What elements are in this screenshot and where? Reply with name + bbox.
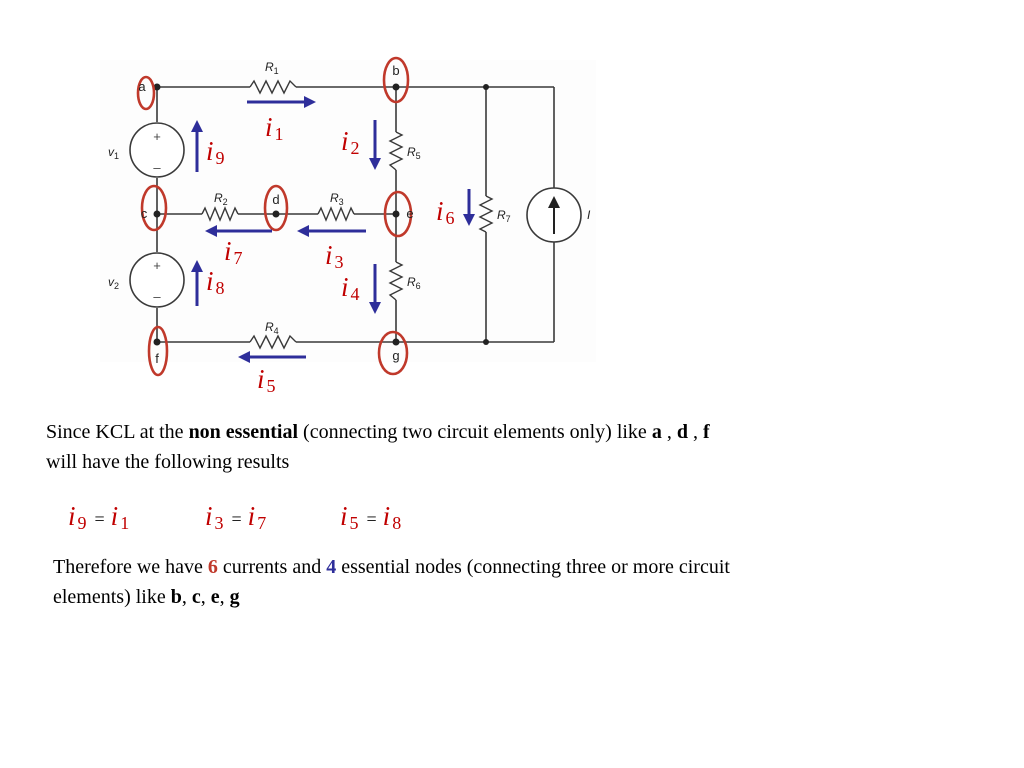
- node-label-f: f: [155, 351, 159, 366]
- node-count: 4: [326, 556, 337, 578]
- label-r3: R3: [330, 191, 344, 207]
- resistor-r3: [317, 206, 355, 222]
- label-v2: v2: [108, 275, 119, 291]
- voltage-source-v1: + –: [129, 122, 185, 178]
- essential-nodes-paragraph: Therefore we have 6 currents and 4 essen…: [53, 556, 730, 608]
- node-label-a: a: [138, 79, 146, 94]
- node-label-e: e: [406, 206, 413, 221]
- ring-node-c: [140, 184, 168, 232]
- voltage-source-v2: + –: [129, 252, 185, 308]
- node-ref-a: a: [651, 421, 662, 443]
- label-r5: R5: [407, 145, 421, 161]
- wires: [156, 86, 555, 343]
- label-v1: v1: [108, 145, 119, 161]
- resistor-r4: [249, 334, 297, 350]
- node-ref-e: e: [210, 586, 220, 608]
- node-ref-f: f: [702, 421, 710, 443]
- label-r4: R4: [265, 320, 279, 336]
- svg-text:+: +: [153, 258, 161, 273]
- svg-text:+: +: [153, 129, 161, 144]
- ring-node-f: [147, 325, 169, 377]
- node-label-b: b: [392, 63, 399, 78]
- label-current-source: I: [587, 208, 591, 222]
- node-label-g: g: [392, 348, 399, 363]
- label-r1: R1: [265, 60, 279, 76]
- svg-text:–: –: [153, 289, 161, 304]
- svg-text:–: –: [153, 160, 161, 175]
- label-r7: R7: [497, 208, 511, 224]
- resistor-r7: [478, 195, 494, 233]
- resistor-r6: [388, 261, 404, 301]
- label-r6: R6: [407, 275, 421, 291]
- resistor-r1: [249, 79, 297, 95]
- junction-dots: [153, 83, 489, 346]
- node-highlights: [136, 56, 413, 377]
- ring-node-e: [383, 190, 413, 238]
- node-ref-d: d: [676, 421, 688, 443]
- ring-node-b: [382, 56, 410, 104]
- current-arrows: [191, 96, 475, 363]
- node-label-c: c: [141, 206, 148, 221]
- current-source-i: [526, 187, 582, 243]
- resistor-r5: [388, 131, 404, 171]
- current-count: 6: [207, 556, 218, 578]
- ring-node-d: [263, 184, 289, 232]
- node-ref-b: b: [170, 586, 182, 608]
- resistor-r2: [201, 206, 239, 222]
- ring-node-g: [377, 330, 409, 376]
- label-r2: R2: [214, 191, 228, 207]
- ring-node-a: [136, 75, 156, 111]
- schematic-panel: [100, 60, 596, 362]
- node-label-d: d: [272, 192, 279, 207]
- node-ref-g: g: [229, 586, 240, 608]
- node-ref-c: c: [191, 586, 201, 608]
- kcl-non-essential-paragraph: Since KCL at the non essential (connecti…: [46, 421, 710, 473]
